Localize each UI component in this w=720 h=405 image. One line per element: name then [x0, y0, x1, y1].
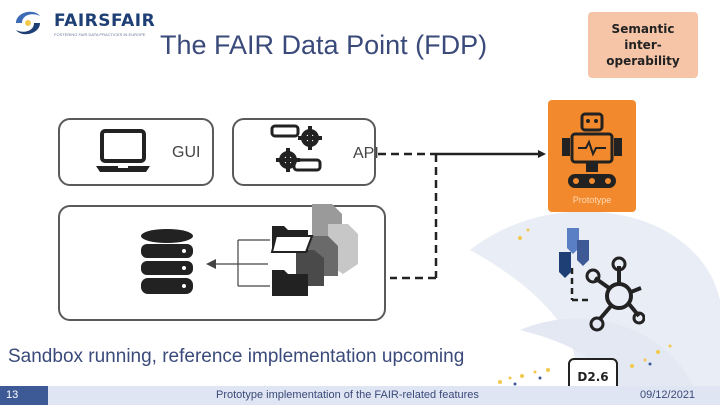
api-label: API [353, 145, 379, 162]
prototype-label: Prototype [572, 195, 612, 205]
fairsfair-logo[interactable]: FAIRSFAIR FOSTERING FAIR DATA PRACTICES … [8, 6, 158, 40]
database-icon [141, 229, 193, 294]
status-text: Sandbox running, reference implementatio… [8, 346, 465, 367]
robot-icon [562, 112, 622, 188]
logo-tagline: FOSTERING FAIR DATA PRACTICES IN EUROPE [54, 32, 146, 37]
semantic-interoperability-badge: Semantic inter- operability [588, 12, 698, 78]
fairsfair-logo-icon [16, 11, 40, 35]
page-number: 13 [0, 386, 48, 405]
laptop-icon [96, 129, 150, 172]
badge-line-2: inter- [624, 38, 662, 52]
gui-label: GUI [172, 144, 201, 161]
badge-line-1: Semantic [611, 22, 675, 36]
knowledge-graph-icon [559, 228, 645, 332]
footer-date: 09/12/2021 [640, 389, 696, 401]
api-box [232, 118, 376, 186]
badge-line-3: operability [606, 54, 680, 68]
footer-caption: Prototype implementation of the FAIR-rel… [216, 389, 479, 401]
api-gears-icon [270, 124, 322, 172]
folder-tree-icon [270, 204, 358, 296]
footer-bar [0, 386, 720, 405]
page-title: The FAIR Data Point (FDP) [160, 30, 488, 60]
logo-text: FAIRSFAIR [54, 11, 156, 31]
